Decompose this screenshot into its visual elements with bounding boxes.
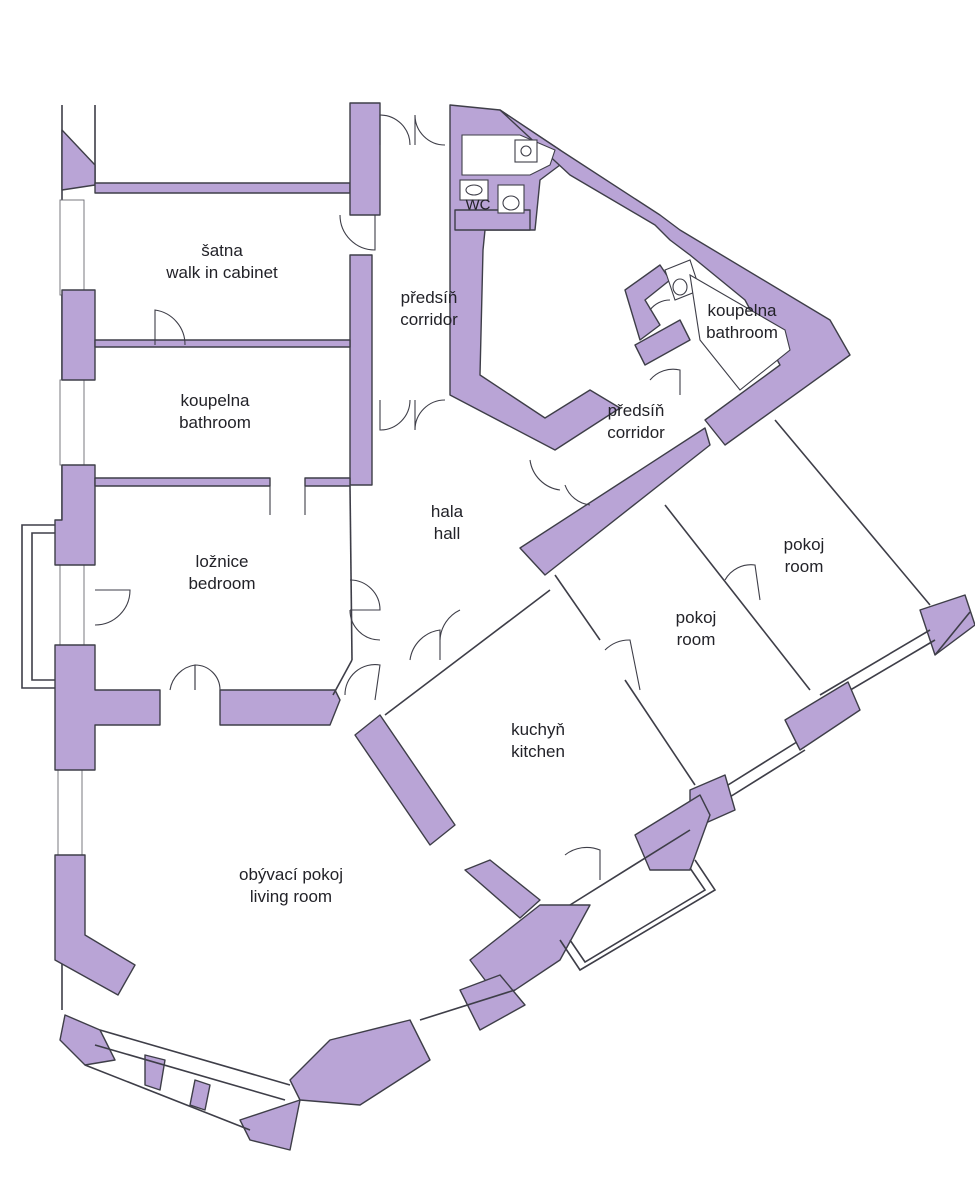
room-label-hall: hala hall xyxy=(431,501,463,545)
room-label-room-2: pokoj room xyxy=(676,607,717,651)
room-name-cz: koupelna xyxy=(707,301,777,320)
room-name-cz: předsíň xyxy=(400,288,458,307)
room-name-cz: koupelna xyxy=(180,391,250,410)
room-name-en: bedroom xyxy=(188,574,256,593)
room-name-cz: pokoj xyxy=(675,608,717,627)
room-name-cz: šatna xyxy=(201,241,243,260)
room-label-room-1: pokoj room xyxy=(784,534,825,578)
interior-walls xyxy=(59,102,975,1151)
room-name-en: room xyxy=(676,630,716,649)
left-facade xyxy=(21,105,161,1010)
room-label-living-room: obývací pokoj living room xyxy=(239,864,343,908)
room-name-en: living room xyxy=(249,887,333,906)
doors xyxy=(94,114,761,880)
room-name-en: corridor xyxy=(607,423,665,442)
room-name-cz: obývací pokoj xyxy=(239,865,343,884)
fixtures xyxy=(459,134,791,391)
room-name-cz: hala xyxy=(430,502,464,521)
room-name-cz: kuchyň xyxy=(511,720,565,739)
room-label-bedroom: ložnice bedroom xyxy=(188,551,255,595)
pillar xyxy=(54,644,161,771)
room-name-en: bathroom xyxy=(706,323,778,342)
room-name-cz: pokoj xyxy=(783,535,825,554)
room-label-kitchen: kuchyň kitchen xyxy=(511,719,565,763)
room-name-cz: předsíň xyxy=(607,401,665,420)
room-name-en: corridor xyxy=(400,310,458,329)
room-label-corridor-2: předsíň corridor xyxy=(607,400,665,444)
room-label-corridor-1: předsíň corridor xyxy=(400,287,458,331)
room-name-en: walk in cabinet xyxy=(166,263,278,282)
wc-label: WC xyxy=(465,196,491,214)
room-label-walk-in-cabinet: šatna walk in cabinet xyxy=(166,240,278,284)
pillar xyxy=(54,464,96,566)
pillar xyxy=(61,129,96,191)
room-name-en: room xyxy=(784,557,824,576)
room-name-cz: ložnice xyxy=(195,552,249,571)
room-label-bathroom-2: koupelna bathroom xyxy=(706,300,778,344)
bathtub-icon xyxy=(689,273,791,391)
pillar xyxy=(61,289,96,381)
room-label-bathroom-1: koupelna bathroom xyxy=(179,390,251,434)
room-name-en: kitchen xyxy=(511,742,565,761)
room-name-en: hall xyxy=(433,524,461,543)
pillar xyxy=(54,854,136,996)
room-name-en: bathroom xyxy=(179,413,251,432)
